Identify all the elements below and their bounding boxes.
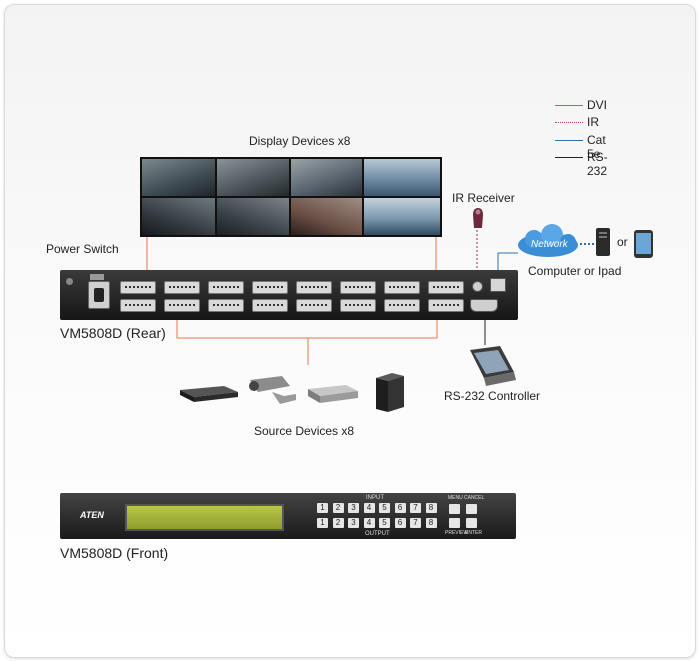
output-button-7[interactable]: 7 (410, 518, 421, 528)
legend-cat5e-label: Cat 5e (587, 133, 606, 161)
cloud-network-icon (518, 224, 578, 257)
display-screen-8 (364, 198, 440, 235)
dvi-output-port (428, 281, 464, 294)
input-button-6[interactable]: 6 (394, 503, 406, 513)
rs232-controller-icon (470, 346, 516, 386)
or-label: or (617, 235, 628, 249)
display-screen-5 (142, 198, 215, 235)
display-wall (140, 157, 442, 237)
menu-button[interactable] (449, 504, 460, 514)
computer-or-ipad-label: Computer or Ipad (528, 264, 622, 278)
output-label: OUTPUT (365, 531, 390, 537)
vm5808d-front-panel: ATEN INPUT OUTPUT MENU CANCEL PREVIEW EN… (60, 493, 516, 539)
network-label: Network (531, 239, 568, 250)
preview-button[interactable] (449, 518, 460, 528)
legend-rs232-label: RS-232 (587, 150, 608, 178)
dvi-output-port (164, 281, 200, 294)
legend-rs232-line (555, 157, 583, 158)
diagram-frame (4, 4, 696, 658)
power-inlet-icon (88, 281, 110, 309)
security-camera-icon (249, 376, 296, 404)
ir-port-icon (472, 281, 483, 292)
dvi-input-port (164, 299, 200, 312)
input-button-1[interactable]: 1 (317, 503, 328, 513)
media-player-icon (308, 385, 358, 403)
dvi-input-port (384, 299, 420, 312)
enter-button[interactable] (466, 518, 477, 528)
output-button-6[interactable]: 6 (394, 518, 406, 528)
preview-label: PREVIEW (445, 530, 469, 536)
front-title: VM5808D (Front) (60, 545, 169, 561)
cat5e-line (497, 252, 518, 272)
enter-label: ENTER (465, 530, 482, 536)
dvi-input-port (296, 299, 332, 312)
legend-ir-line (555, 122, 583, 123)
output-button-5[interactable]: 5 (379, 518, 390, 528)
tablet-icon (634, 230, 653, 258)
cancel-button[interactable] (466, 504, 477, 514)
dvi-output-port (296, 281, 332, 294)
display-screen-3 (291, 159, 362, 196)
output-button-4[interactable]: 4 (363, 518, 375, 528)
dvi-input-port (120, 299, 156, 312)
computer-tower-icon (596, 228, 610, 256)
legend-dvi-label: DVI (587, 98, 608, 112)
dvi-output-port (208, 281, 244, 294)
dvi-input-port (208, 299, 244, 312)
lcd-display (125, 504, 284, 531)
output-button-2[interactable]: 2 (332, 518, 344, 528)
source-devices-label: Source Devices x8 (254, 424, 355, 438)
display-devices-label: Display Devices x8 (249, 134, 351, 148)
cancel-label: CANCEL (464, 495, 485, 501)
legend-ir-label: IR (587, 115, 599, 129)
input-label: INPUT (366, 495, 384, 501)
input-button-4[interactable]: 4 (363, 503, 375, 513)
dvi-input-port (340, 299, 376, 312)
output-button-8[interactable]: 8 (425, 518, 437, 528)
input-button-7[interactable]: 7 (410, 503, 421, 513)
dvi-output-port (252, 281, 288, 294)
ir-receiver-label: IR Receiver (452, 191, 515, 205)
dvi-output-port (340, 281, 376, 294)
rs232-port-icon (470, 299, 498, 312)
power-switch-label: Power Switch (46, 242, 119, 256)
output-button-3[interactable]: 3 (348, 518, 359, 528)
input-button-2[interactable]: 2 (332, 503, 344, 513)
legend-dvi-line (555, 105, 583, 106)
display-screen-4 (364, 159, 440, 196)
dvi-output-port (120, 281, 156, 294)
dvi-input-port (428, 299, 464, 312)
input-button-8[interactable]: 8 (425, 503, 437, 513)
output-button-1[interactable]: 1 (317, 518, 328, 528)
screw-icon (66, 278, 73, 285)
display-screen-2 (217, 159, 289, 196)
ethernet-port-icon (490, 278, 506, 292)
dvi-input-port (252, 299, 288, 312)
ir-receiver-icon (473, 208, 483, 228)
dvd-player-icon (180, 386, 238, 402)
input-button-3[interactable]: 3 (348, 503, 359, 513)
desktop-pc-icon (376, 373, 404, 412)
rs232-controller-label: RS-232 Controller (444, 389, 541, 403)
display-screen-7 (291, 198, 362, 235)
aten-logo: ATEN (80, 510, 104, 520)
display-screen-6 (217, 198, 289, 235)
display-screen-1 (142, 159, 215, 196)
source-bracket (176, 320, 438, 365)
input-button-5[interactable]: 5 (379, 503, 390, 513)
menu-label: MENU (448, 495, 463, 501)
rear-title: VM5808D (Rear) (60, 325, 166, 341)
dvi-output-port (384, 281, 420, 294)
power-switch-icon (90, 274, 104, 280)
vm5808d-rear-panel (60, 270, 518, 320)
legend-cat5e-line (555, 140, 583, 141)
